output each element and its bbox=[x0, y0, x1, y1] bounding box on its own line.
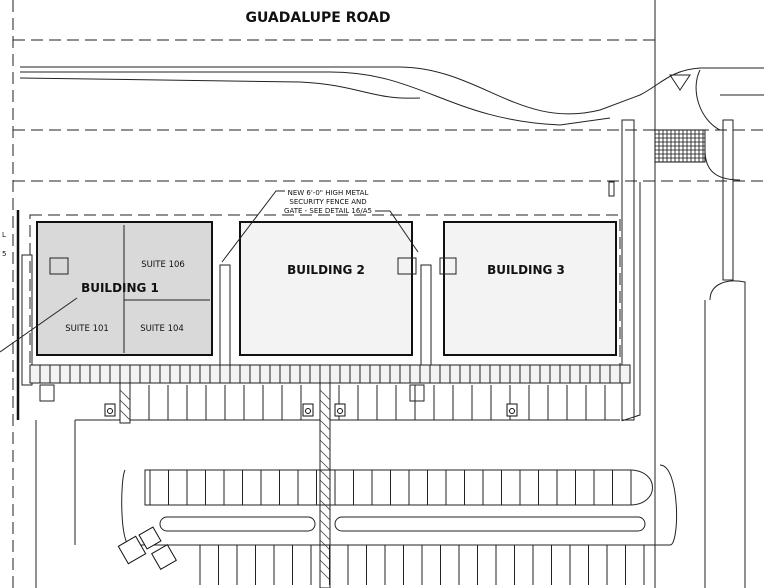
parking-island bbox=[144, 469, 653, 506]
svg-text:NEW 6'-0" HIGH METAL: NEW 6'-0" HIGH METAL bbox=[288, 189, 369, 197]
wheelchair-icon bbox=[337, 408, 343, 414]
accessible-parking-icon bbox=[506, 403, 518, 417]
svg-text:GATE - SEE DETAIL 16/A5: GATE - SEE DETAIL 16/A5 bbox=[284, 207, 372, 215]
svg-text:SECURITY FENCE AND: SECURITY FENCE AND bbox=[289, 198, 366, 206]
left-note-fragment: 5 bbox=[2, 250, 6, 258]
accessible-parking-icon bbox=[334, 403, 346, 417]
building-1-label: BUILDING 1 bbox=[81, 281, 159, 295]
transformer-pad bbox=[39, 384, 55, 402]
fence-note: NEW 6'-0" HIGH METAL SECURITY FENCE AND … bbox=[0, 189, 419, 353]
road-curb bbox=[19, 66, 764, 131]
suite-104: SUITE 104 bbox=[140, 324, 184, 334]
parking-row-south bbox=[199, 545, 645, 585]
accessible-parking-icons bbox=[104, 403, 518, 417]
wheelchair-icon bbox=[107, 408, 113, 414]
building-2-label: BUILDING 2 bbox=[287, 263, 365, 277]
landscape-island-west bbox=[159, 516, 316, 532]
parking-row-north bbox=[129, 385, 606, 420]
crosswalk bbox=[654, 129, 706, 163]
building-2[interactable]: BUILDING 2 bbox=[239, 221, 417, 356]
east-sidewalk bbox=[621, 119, 635, 421]
wheelchair-icon bbox=[509, 408, 515, 414]
west-sidewalk bbox=[21, 254, 33, 386]
suite-101: SUITE 101 bbox=[65, 324, 109, 334]
yield-island bbox=[669, 74, 691, 91]
left-note-fragment: L bbox=[2, 231, 6, 239]
building-1[interactable]: SUITE 106 BUILDING 1 SUITE 101 SUITE 104 bbox=[36, 221, 213, 356]
sidewalk-tiles bbox=[39, 365, 621, 383]
accessible-parking-icon bbox=[302, 403, 314, 417]
median-nose bbox=[709, 280, 746, 588]
median bbox=[722, 119, 734, 281]
landscape-island-east bbox=[334, 516, 646, 532]
building-3[interactable]: BUILDING 3 bbox=[439, 221, 617, 356]
suite-106: SUITE 106 bbox=[141, 260, 185, 270]
trash-enclosures bbox=[117, 526, 177, 570]
building-3-label: BUILDING 3 bbox=[487, 263, 565, 277]
parking-row-center bbox=[149, 470, 632, 505]
road-name: GUADALUPE ROAD bbox=[246, 10, 391, 26]
wheelchair-icon bbox=[305, 408, 311, 414]
accessible-parking-icon bbox=[104, 403, 116, 417]
